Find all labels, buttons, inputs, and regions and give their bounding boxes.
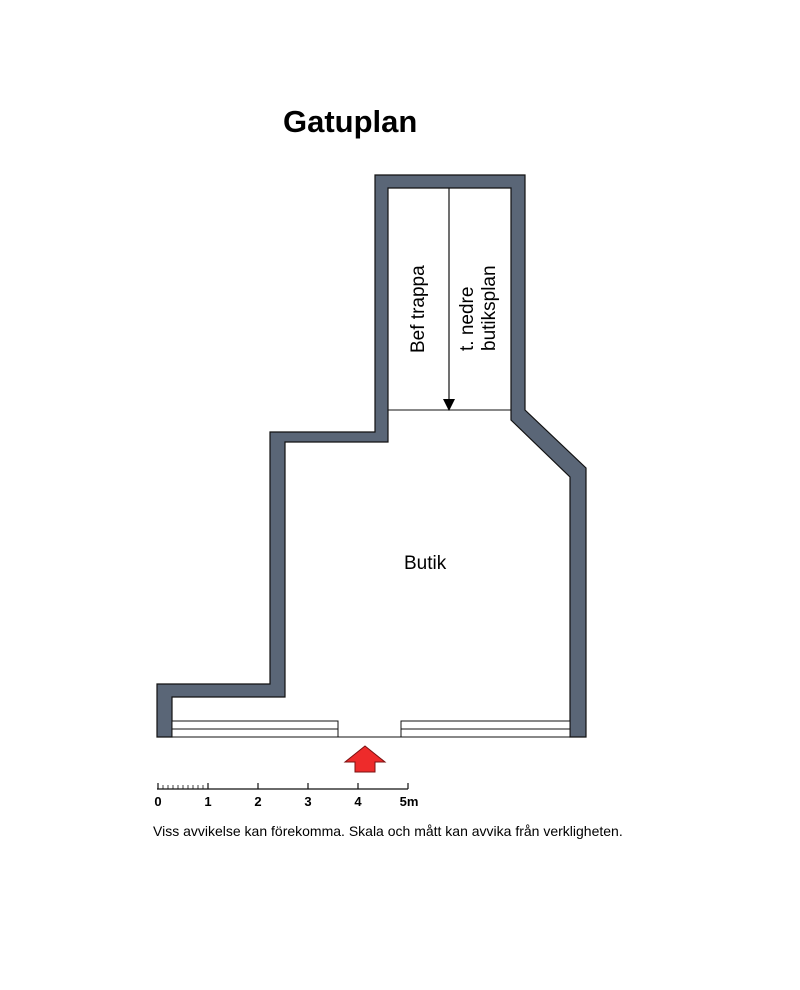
disclaimer-text: Viss avvikelse kan förekomma. Skala och … [153, 823, 623, 839]
outer-walls [156, 174, 587, 738]
scale-tick-label-1: 1 [204, 794, 211, 809]
stair-area: Bef trappa t. nedre butiksplan [388, 188, 511, 411]
scale-bar: 0 1 2 3 4 5m [154, 783, 418, 809]
scale-tick-label-0: 0 [154, 794, 161, 809]
entrance-arrow-icon [343, 745, 387, 773]
scale-ticks [157, 783, 409, 789]
storefront-windows [171, 720, 571, 738]
page-title: Gatuplan [283, 104, 417, 139]
scale-tick-label-5: 5m [400, 794, 419, 809]
scale-tick-label-4: 4 [354, 794, 362, 809]
stair-label: Bef trappa [408, 265, 429, 353]
scale-tick-label-2: 2 [254, 794, 261, 809]
stair-direction-line1: t. nedre [457, 287, 478, 351]
stair-arrowhead-icon [443, 399, 455, 411]
stair-direction-line2: butiksplan [479, 265, 500, 351]
room-label-butik: Butik [404, 553, 447, 574]
scale-tick-label-3: 3 [304, 794, 311, 809]
walls [156, 174, 587, 738]
